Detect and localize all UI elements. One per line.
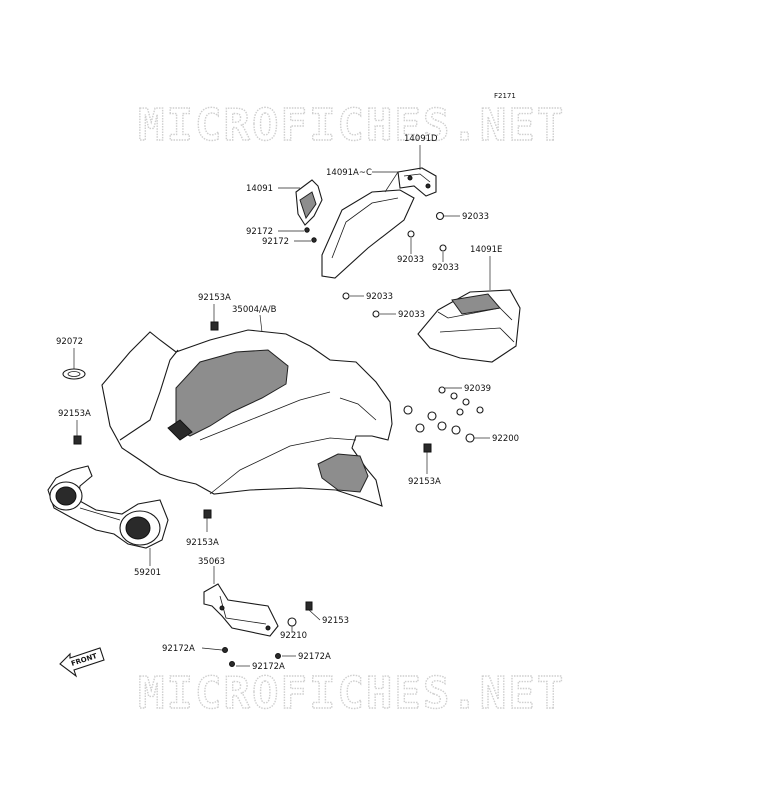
- bolt-92153A-c: [423, 443, 432, 453]
- bolt-92172-a: [304, 227, 310, 233]
- part-14091AC-cover: [321, 189, 415, 279]
- label-14091: 14091: [246, 184, 273, 194]
- bolt-92153A-d: [203, 509, 212, 519]
- bolt-92172-b: [311, 237, 317, 243]
- bolt-92039-d: [476, 406, 484, 414]
- nut-92033-left: [342, 292, 350, 300]
- label-35004: 35004/A/B: [232, 305, 277, 315]
- part-35004-front-fender: [101, 329, 393, 507]
- label-92172-b: 92172: [262, 237, 289, 247]
- part-59201-headlight-bracket: [47, 465, 169, 549]
- label-14091D: 14091D: [404, 134, 438, 144]
- nut-92033-right: [439, 244, 447, 252]
- front-direction-marker: FRONT: [59, 647, 105, 678]
- part-14091-cover: [295, 179, 323, 226]
- label-92033-upper: 92033: [462, 212, 489, 222]
- bolt-92039-e: [456, 408, 464, 416]
- label-14091E: 14091E: [470, 245, 502, 255]
- label-92153A-top: 92153A: [198, 293, 231, 303]
- washer-92200-f: [415, 423, 425, 433]
- label-92200: 92200: [492, 434, 519, 444]
- bolt-92153A-a: [210, 321, 219, 331]
- washer-92200-b: [427, 411, 437, 421]
- label-92033-right: 92033: [432, 263, 459, 273]
- label-92033-lower: 92033: [398, 310, 425, 320]
- bolt-92172A-a: [222, 647, 228, 653]
- label-35063: 35063: [198, 557, 225, 567]
- label-92172A-right: 92172A: [298, 652, 331, 662]
- bolt-92039-c: [462, 398, 470, 406]
- label-92153A-left: 92153A: [58, 409, 91, 419]
- bolt-92172A-b: [229, 661, 235, 667]
- nut-92033-upper: [435, 211, 445, 221]
- part-14091E-guard: [417, 289, 521, 363]
- figure-code: F2171: [494, 92, 516, 100]
- part-14091D-bracket: [397, 167, 437, 197]
- hardware-fasteners: [73, 211, 484, 667]
- label-92172A-center: 92172A: [252, 662, 285, 672]
- label-92072: 92072: [56, 337, 83, 347]
- washer-92210: [287, 617, 297, 627]
- part-35063-stay: [203, 583, 279, 637]
- washer-92200-e: [465, 433, 475, 443]
- washer-92200-a: [403, 405, 413, 415]
- label-92033-mid: 92033: [397, 255, 424, 265]
- label-92172-a: 92172: [246, 227, 273, 237]
- washer-92200-d: [451, 425, 461, 435]
- label-92153A-right: 92153A: [408, 477, 441, 487]
- washer-92200-c: [437, 421, 447, 431]
- watermark-bottom: MICROFICHES.NET: [138, 668, 565, 719]
- label-59201: 59201: [134, 568, 161, 578]
- label-92210: 92210: [280, 631, 307, 641]
- label-92033-left: 92033: [366, 292, 393, 302]
- bolt-92153A-b: [73, 435, 82, 445]
- part-92072-clip: [62, 368, 86, 380]
- label-92039: 92039: [464, 384, 491, 394]
- label-92172A-left: 92172A: [162, 644, 195, 654]
- bolt-92039-a: [438, 386, 446, 394]
- bolt-92039-b: [450, 392, 458, 400]
- leader-lines: [73, 145, 491, 667]
- bolt-92153: [305, 601, 313, 611]
- label-92153A-center: 92153A: [186, 538, 219, 548]
- watermark-top: MICROFICHES.NET: [138, 100, 565, 151]
- nut-92033-mid: [407, 230, 415, 238]
- part-labels: 14091D 14091A~C 14091 92033 92172 92172 …: [56, 134, 519, 672]
- bolt-92172A-c: [275, 653, 281, 659]
- label-92153: 92153: [322, 616, 349, 626]
- nut-92033-lower: [372, 310, 380, 318]
- label-14091AC: 14091A~C: [326, 168, 372, 178]
